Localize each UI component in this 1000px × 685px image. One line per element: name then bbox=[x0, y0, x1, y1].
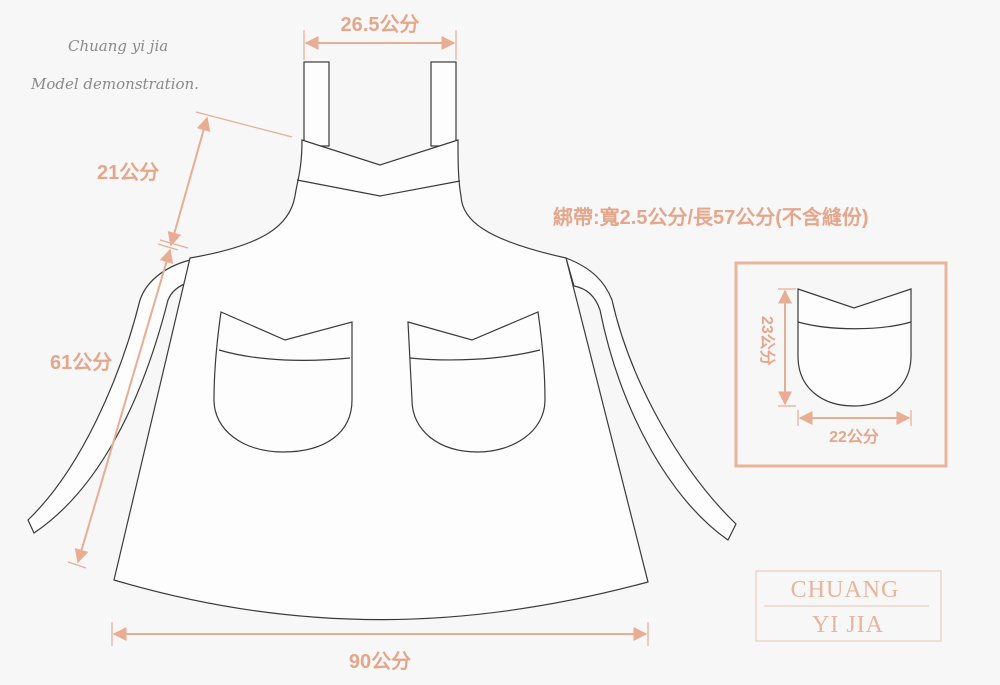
bib-band-seam bbox=[296, 179, 461, 197]
brand-logo: CHUANG YI JIA bbox=[755, 570, 942, 642]
pocket-height-label: 23公分 bbox=[758, 316, 776, 366]
strap-spacing-dimension: 26.5公分 bbox=[303, 13, 457, 60]
bib-height-dimension: 21公分 bbox=[97, 111, 293, 249]
pocket-detail-box: 23公分 22公分 bbox=[734, 261, 948, 468]
hem-width-label: 90公分 bbox=[349, 650, 411, 673]
strap-spacing-label: 26.5公分 bbox=[341, 13, 420, 36]
bib-height-label: 21公分 bbox=[97, 161, 159, 184]
hem-width-dimension: 90公分 bbox=[111, 622, 649, 673]
pocket-width-label: 22公分 bbox=[829, 428, 879, 446]
right-pocket bbox=[407, 311, 546, 453]
total-length-label: 61公分 bbox=[50, 351, 112, 374]
left-pocket bbox=[213, 311, 353, 453]
right-tie bbox=[565, 257, 737, 541]
brand-line2: YI JIA bbox=[812, 612, 884, 638]
pocket-detail-shape bbox=[797, 288, 912, 407]
left-strap bbox=[303, 61, 330, 147]
right-strap bbox=[430, 61, 457, 147]
brand-line1: CHUANG bbox=[791, 577, 900, 603]
watermark-line2: Model demonstration. bbox=[30, 75, 199, 93]
tie-note: 綁帶:寬2.5公分/長57公分(不含縫份) bbox=[553, 205, 869, 229]
watermark-line1: Chuang yi jia bbox=[68, 37, 168, 55]
total-length-dimension: 61公分 bbox=[50, 243, 179, 569]
apron-body bbox=[113, 139, 649, 621]
